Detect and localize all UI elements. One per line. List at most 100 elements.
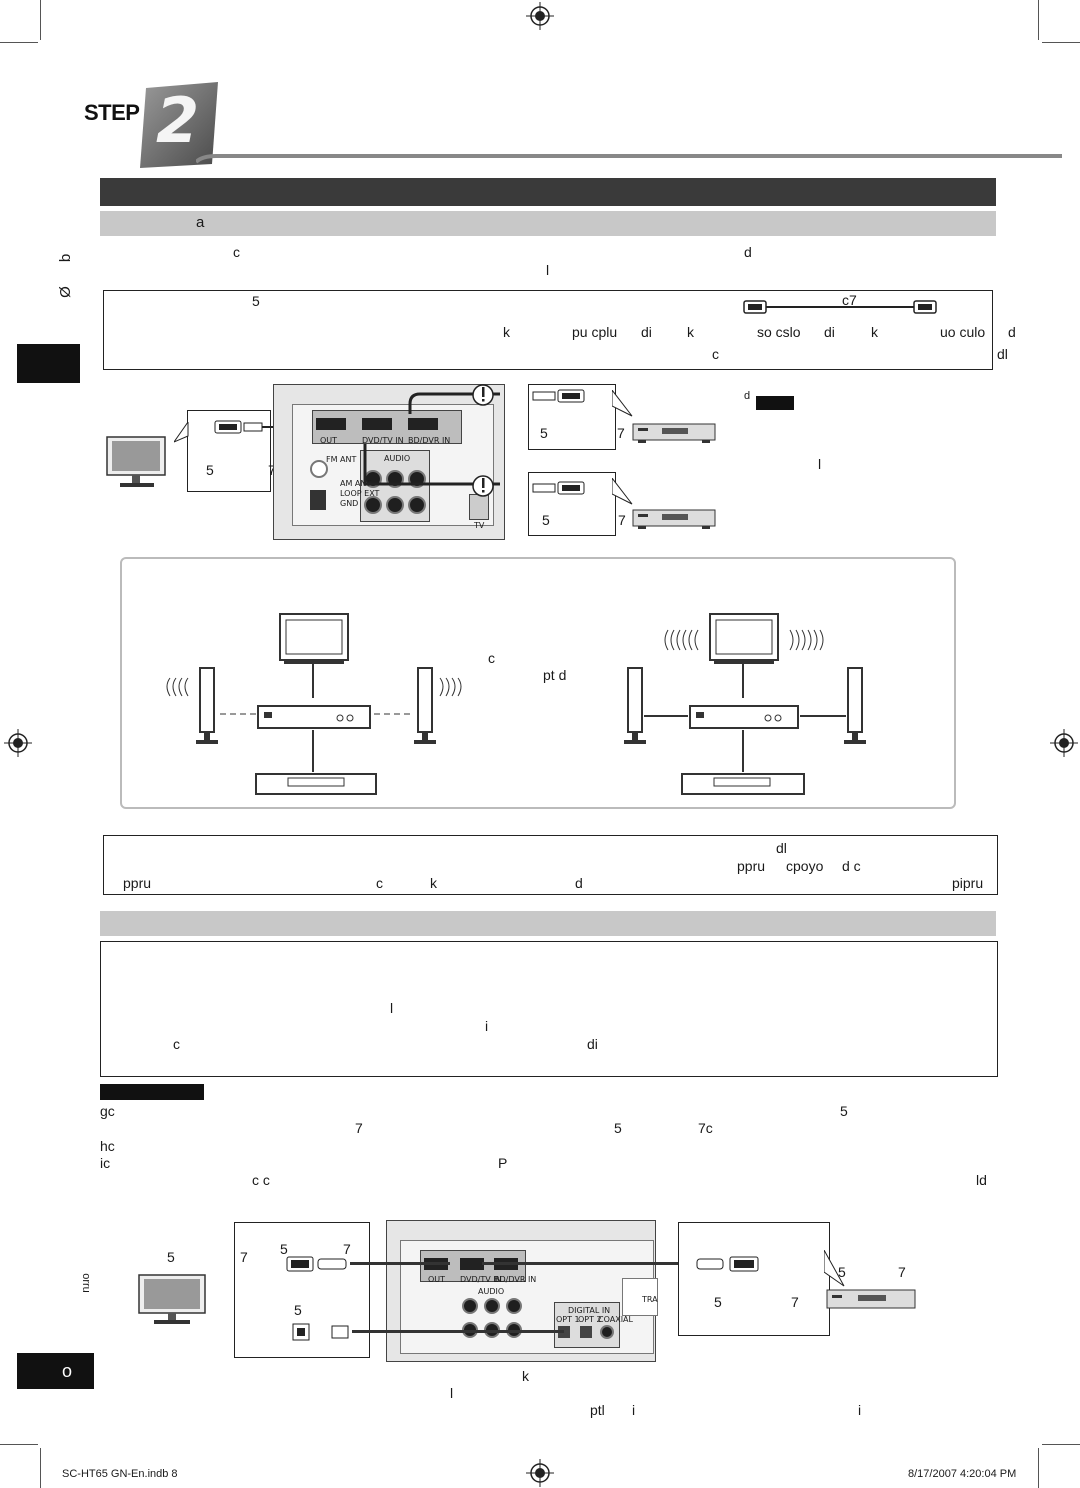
note-text: k [871,324,878,340]
panel-label: COAXIAL [598,1315,633,1324]
optical-plug-icon [292,1323,349,1341]
hdmi-cable [482,1262,696,1265]
section-title-bar [100,178,996,206]
coaxial-in-jack[interactable] [600,1325,614,1339]
subsection-heading: a [196,214,205,231]
side-text: orru [79,1273,92,1293]
illustration-text: c [488,650,495,666]
intro-text: l [546,262,550,278]
hdmi-in-port[interactable] [362,418,392,430]
callout-text: 7 [791,1294,799,1310]
black-label-block [756,396,794,410]
panel-label: DIGITAL IN [568,1306,611,1315]
callout-pointer [612,478,633,505]
optical-cable [352,1330,564,1333]
dvd-recorder-icon [632,423,716,443]
list-key: hc [100,1138,115,1154]
hdmi-cable-icon [743,300,937,314]
am-antenna-terminal[interactable] [310,490,326,510]
info-text: ppru [737,858,766,874]
crop-mark [40,0,41,40]
crop-mark [0,42,38,43]
right-system-illustration [624,613,866,795]
callout-pointer [174,422,189,443]
note-text: c [712,346,719,362]
audio-jack[interactable] [462,1298,478,1314]
instruction-text: di [587,1036,598,1052]
callout-text: 7 [618,512,626,528]
audio-jack[interactable] [506,1298,522,1314]
callout-text: 5 [838,1264,846,1280]
callout-pointer [612,390,633,417]
note-text: di [641,324,652,340]
list-text: 5 [614,1120,622,1136]
audio-jack[interactable] [386,496,404,514]
fm-antenna-jack[interactable] [310,460,328,478]
diagram-note: l [450,1385,454,1401]
panel-label: DVD/TV IN [362,436,404,445]
hdmi-plug-icon [532,389,585,403]
page-number: o [62,1361,73,1381]
list-key: gc [100,1103,115,1119]
note-text: d [1008,324,1016,340]
callout-text: 7 [898,1264,906,1280]
optical-in-port[interactable] [558,1326,570,1338]
diagram-note: l [818,456,822,472]
info-text: d [575,875,583,891]
audio-jack[interactable] [364,496,382,514]
tv-callout-text: 5 [206,462,214,478]
info-text: k [430,875,437,891]
left-system-illustration [166,613,462,795]
note-text: so cslo [757,324,801,340]
subsection-bar [100,211,996,236]
callout-text: 5 [542,512,550,528]
diagram-note: k [522,1368,529,1384]
dvd-recorder-icon [632,509,716,529]
info-text: cpoyo [786,858,824,874]
instruction-text: c [173,1036,180,1052]
note-text: uo culo [940,324,986,340]
note-text: di [824,324,835,340]
page-number-tab [17,1353,94,1389]
panel-label: BD/DVR IN [494,1275,537,1284]
info-text: pipru [952,875,984,891]
registration-mark-icon [526,2,554,30]
panel-label: OUT [320,436,338,445]
list-key: ic [100,1155,111,1171]
list-text: ld [976,1172,987,1188]
callout-text: 5 [167,1249,175,1265]
label-tag [622,1278,658,1316]
cable-label: c7 [842,292,857,308]
step-number: 2 [156,84,200,157]
intro-text: d [744,244,752,260]
optical-in-port[interactable] [580,1326,592,1338]
diagram-note: i [632,1402,636,1418]
list-text: 7 [355,1120,363,1136]
hdmi-cable [350,1262,450,1265]
instruction-text: l [390,1000,394,1016]
info-text: ppru [123,875,152,891]
hdmi-plug-icon [696,1256,759,1272]
callout-text: 7 [343,1241,351,1257]
list-text: 7c [698,1120,713,1136]
caution-icon [472,475,494,497]
audio-jack[interactable] [408,496,426,514]
audio-jack[interactable] [484,1298,500,1314]
hdmi-in-port[interactable] [408,418,438,430]
crop-mark [1038,0,1039,40]
note-box [103,290,993,370]
panel-label: OPT 2 [578,1315,602,1324]
callout-text: 7 [240,1249,248,1265]
hdmi-in-port[interactable] [460,1258,484,1270]
note-text: k [503,324,510,340]
tv-icon [138,1274,206,1324]
registration-mark-icon [1050,729,1078,757]
intro-text: c [233,244,240,260]
callout-pointer [824,1250,845,1287]
registration-mark-icon [4,729,32,757]
illustration-panel [120,557,956,809]
crop-mark [1042,1444,1080,1445]
panel-label: OUT [428,1275,446,1284]
footer-timestamp: 8/17/2007 4:20:04 PM [908,1468,1017,1480]
list-text: P [498,1155,508,1171]
